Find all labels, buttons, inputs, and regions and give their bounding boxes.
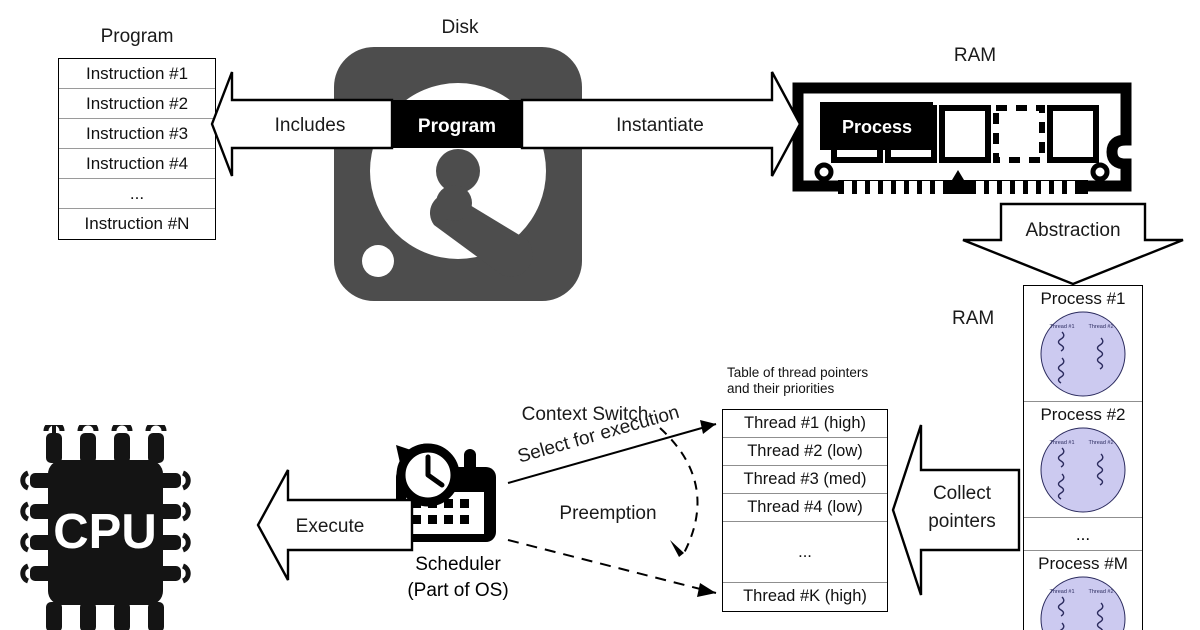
cpu-label: CPU	[53, 505, 156, 559]
hard-disk-icon	[334, 47, 582, 301]
svg-text:Thread #1: Thread #1	[1049, 440, 1074, 446]
svg-text:Thread #2: Thread #2	[1088, 589, 1113, 595]
list-item: Process #M Thread #1 Thread #2	[1024, 551, 1142, 630]
arrow-execute-label: Execute	[296, 516, 365, 537]
process-list: Process #1 Thread #1 Thread #2 Process #…	[1023, 285, 1143, 630]
cpu-chip-icon: CPU	[20, 425, 191, 630]
arrow-select-for-execution: Select for execution	[507, 402, 717, 484]
process-name: Process #1	[1040, 289, 1126, 308]
svg-text:Thread #2: Thread #2	[1088, 440, 1113, 446]
ram-bottom-label: RAM	[952, 308, 995, 329]
table-row: ...	[723, 522, 887, 583]
arrow-select-for-execution-label: Select for execution	[515, 402, 681, 468]
process-name: Process #2	[1040, 405, 1126, 424]
list-item: Instruction #2	[59, 89, 215, 119]
calendar-clock-icon	[396, 443, 496, 542]
thread-table-caption-line1: Table of thread pointers	[727, 365, 869, 380]
scheduler-label-line2: (Part of OS)	[407, 580, 509, 601]
list-item: Instruction #3	[59, 119, 215, 149]
scheduler-label-line1: Scheduler	[415, 554, 501, 575]
table-row: Thread #2 (low)	[723, 438, 887, 466]
process-thread-circle: Thread #1 Thread #2	[1040, 576, 1126, 630]
list-item: Process #1 Thread #1 Thread #2	[1024, 286, 1142, 402]
program-instruction-table: Instruction #1 Instruction #2 Instructio…	[58, 58, 216, 240]
arrow-collect-pointers-line1: Collect	[933, 483, 992, 504]
arrow-abstraction: Abstraction	[962, 202, 1184, 286]
svg-text:Thread #1: Thread #1	[1049, 589, 1074, 595]
list-item: Instruction #1	[59, 59, 215, 89]
table-row: Thread #1 (high)	[723, 410, 887, 438]
list-item: Process #2 Thread #1 Thread #2	[1024, 402, 1142, 518]
thread-table-caption: Table of thread pointers and their prior…	[727, 365, 868, 397]
list-item: ...	[1024, 518, 1142, 551]
context-switch-label: Context Switch	[522, 404, 649, 425]
thread-pointer-table: Thread #1 (high) Thread #2 (low) Thread …	[722, 409, 888, 612]
list-item: Instruction #4	[59, 149, 215, 179]
process-thread-circle: Thread #1 Thread #2	[1040, 427, 1126, 513]
svg-text:Thread #2: Thread #2	[1088, 324, 1113, 330]
table-row: Thread #4 (low)	[723, 494, 887, 522]
ram-module-icon	[792, 82, 1132, 194]
process-name: Process #M	[1038, 554, 1128, 573]
process-thread-circle: Thread #1 Thread #2	[1040, 311, 1126, 397]
thread-table-caption-line2: and their priorities	[727, 381, 835, 396]
program-title: Program	[100, 26, 174, 47]
arrow-collect-pointers: Collect pointers	[891, 424, 1021, 596]
scheduler-label: Scheduler (Part of OS)	[368, 552, 548, 604]
ram-top-label: RAM	[953, 45, 997, 66]
arrow-instantiate-label: Instantiate	[616, 115, 704, 136]
list-item: ...	[59, 179, 215, 209]
svg-text:Thread #1: Thread #1	[1049, 324, 1074, 330]
arrow-preemption-label: Preemption	[559, 503, 656, 524]
table-row: Thread #K (high)	[743, 587, 867, 605]
arrow-collect-pointers-line2: pointers	[928, 511, 996, 532]
list-item: Instruction #N	[84, 214, 190, 233]
process-ellipsis: ...	[1075, 525, 1091, 544]
table-row: Thread #3 (med)	[723, 466, 887, 494]
arrow-abstraction-label: Abstraction	[1025, 220, 1120, 241]
disk-label: Disk	[441, 17, 479, 38]
